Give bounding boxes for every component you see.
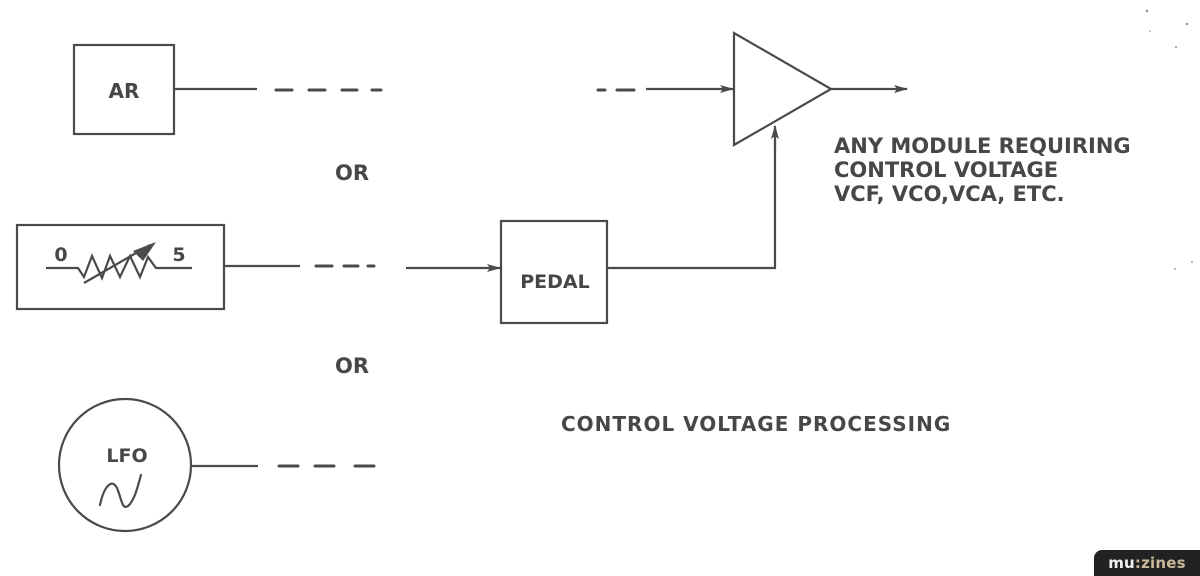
- pot-max-label: 5: [172, 244, 185, 266]
- pot-min-label: 0: [54, 244, 67, 266]
- destination-line-1: ANY MODULE REQUIRING: [834, 134, 1131, 158]
- cv-input-connection: [596, 85, 734, 93]
- muzines-badge[interactable]: mu:zines: [1094, 550, 1200, 576]
- scan-noise: [1145, 9, 1193, 270]
- or-label-2: OR: [335, 354, 369, 378]
- pot-module: 0 5: [15, 223, 226, 311]
- ar-label: AR: [109, 79, 140, 103]
- brand-part-1: mu: [1108, 554, 1135, 572]
- pedal-box: [499, 219, 609, 325]
- pot-connection: [224, 264, 501, 272]
- brand-part-2: :zines: [1134, 554, 1186, 572]
- lfo-module: LFO: [57, 397, 193, 533]
- ar-connection: [174, 87, 383, 92]
- pedal-module: PEDAL: [499, 219, 609, 325]
- variable-resistor-icon: [46, 242, 192, 284]
- pedal-label: PEDAL: [520, 271, 590, 293]
- module-triangle: [732, 31, 834, 147]
- or-label-1: OR: [335, 161, 369, 185]
- destination-line-3: VCF, VCO,VCA, ETC.: [834, 182, 1065, 206]
- pedal-to-amp-connection: [607, 125, 779, 270]
- ar-module: AR: [72, 43, 176, 136]
- sine-wave-icon: [98, 473, 143, 508]
- destination-line-2: CONTROL VOLTAGE: [834, 158, 1058, 182]
- diagram-title: CONTROL VOLTAGE PROCESSING: [561, 412, 951, 436]
- destination-description: ANY MODULE REQUIRING CONTROL VOLTAGE VCF…: [834, 134, 1131, 206]
- lfo-label: LFO: [106, 445, 147, 467]
